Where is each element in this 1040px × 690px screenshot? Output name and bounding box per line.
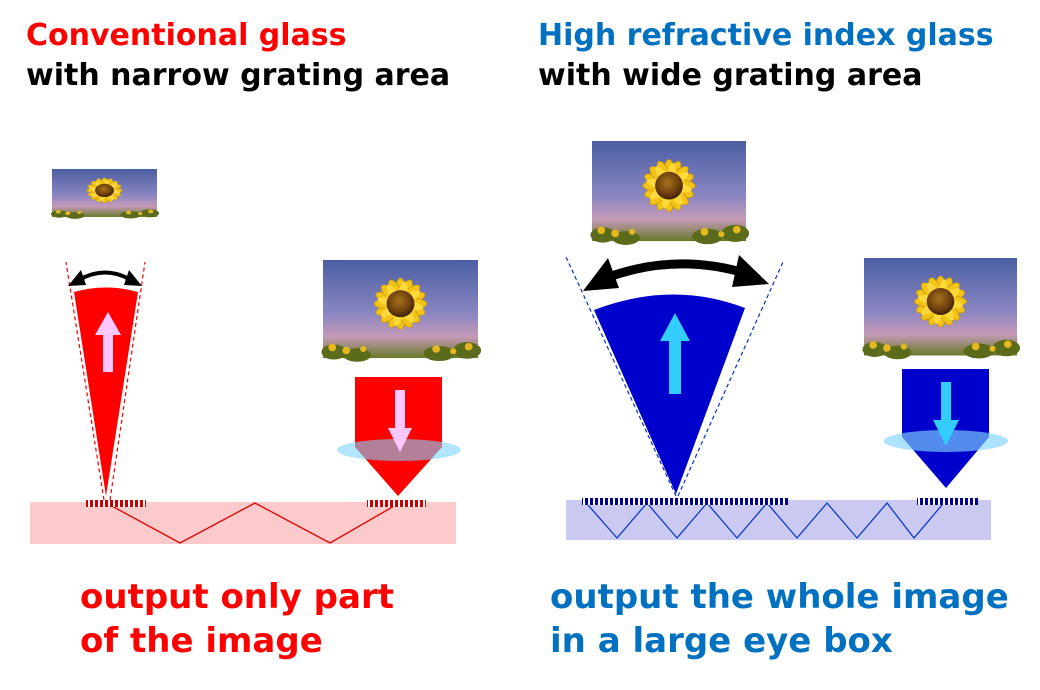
double-headed-arc-arrow-icon <box>78 270 132 282</box>
sunflower-image-icon <box>321 259 482 363</box>
straight-arrow-icon <box>95 312 121 372</box>
right-panel <box>565 140 1021 540</box>
sunflower-image-icon <box>590 140 750 246</box>
grating-in-conventional <box>367 500 426 507</box>
right-subtitle: with wide grating area <box>538 58 923 93</box>
right-title: High refractive index glass <box>538 18 994 53</box>
right-caption-line2: in a large eye box <box>550 621 893 661</box>
fov-boundary-right <box>109 261 146 501</box>
straight-arrow-icon <box>933 382 959 446</box>
fov-boundary-right <box>677 261 784 497</box>
left-title: Conventional glass <box>26 18 347 53</box>
sunflower-image-icon <box>50 168 160 220</box>
left-caption-line2: of the image <box>80 621 323 661</box>
waveguide-slab-conventional <box>30 502 456 544</box>
straight-arrow-icon <box>660 313 690 394</box>
double-headed-arc-arrow-icon <box>604 259 750 283</box>
light-path-conventional <box>109 502 397 544</box>
left-panel <box>30 168 482 544</box>
sunflower-image-icon <box>862 257 1021 360</box>
fov-boundary-left <box>65 261 105 501</box>
fov-boundary-left <box>565 256 677 497</box>
waveguide-slab-high-index <box>566 500 991 540</box>
straight-arrow-icon <box>388 390 412 452</box>
fov-cone-high-index <box>594 294 745 494</box>
left-subtitle: with narrow grating area <box>26 58 451 93</box>
grating-out-high-index <box>582 498 788 505</box>
grating-out-conventional <box>86 500 146 507</box>
grating-in-high-index <box>917 498 978 505</box>
left-caption-line1: output only part <box>80 577 394 617</box>
fov-cone-conventional <box>74 287 138 496</box>
right-caption-line1: output the whole image <box>550 577 1009 617</box>
